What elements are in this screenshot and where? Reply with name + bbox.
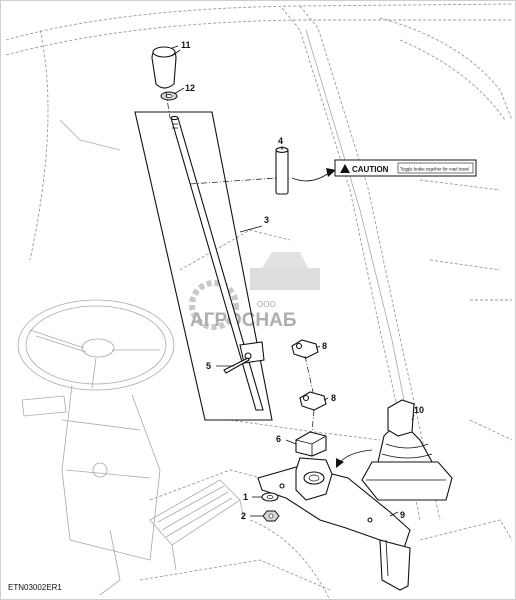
callout-labels: 11 12 3 4 5 8 8 6 1 2 9 10 <box>181 40 424 521</box>
callout-9: 9 <box>400 510 405 520</box>
clamp-upper <box>291 339 319 359</box>
callout-4: 4 <box>278 136 283 146</box>
watermark-brand: АГРОСНАБ <box>190 310 297 331</box>
steering-column <box>21 384 161 596</box>
callout-12: 12 <box>185 83 195 93</box>
knob-washer <box>160 91 178 101</box>
exploded-view-box <box>134 111 273 421</box>
callout-leaders <box>171 49 415 517</box>
watermark-logo: ООО АГРОСНАБ <box>189 252 320 331</box>
callout-3: 3 <box>264 215 269 225</box>
cab-background <box>5 3 513 600</box>
caution-decal: CAUTION Toggle brake together for road t… <box>334 159 477 177</box>
steering-wheel <box>17 299 175 391</box>
hex-nut <box>262 510 280 522</box>
callout-10: 10 <box>414 405 424 415</box>
watermark-prefix: ООО <box>257 300 276 309</box>
rod-pin <box>223 341 265 374</box>
caution-title: CAUTION <box>352 165 389 174</box>
flat-washer <box>261 492 279 502</box>
callout-6: 6 <box>276 434 281 444</box>
clamp-lower <box>299 391 327 411</box>
grip-sleeve <box>275 147 289 195</box>
callout-8-lower: 8 <box>331 393 336 403</box>
callout-1: 1 <box>243 492 248 502</box>
caution-fine-print: Toggle brake together for road travel <box>400 167 469 172</box>
pivot-bushing <box>295 431 327 457</box>
callout-5: 5 <box>206 361 211 371</box>
callout-8-upper: 8 <box>322 341 327 351</box>
brake-pedal <box>149 479 245 571</box>
figure-reference: ETN03002ER1 <box>8 583 62 592</box>
shift-knob <box>151 45 179 89</box>
callout-2: 2 <box>241 511 246 521</box>
shift-boot <box>361 399 453 501</box>
callout-11: 11 <box>181 40 191 50</box>
shift-rod <box>170 115 264 411</box>
mounting-bracket <box>257 457 411 591</box>
